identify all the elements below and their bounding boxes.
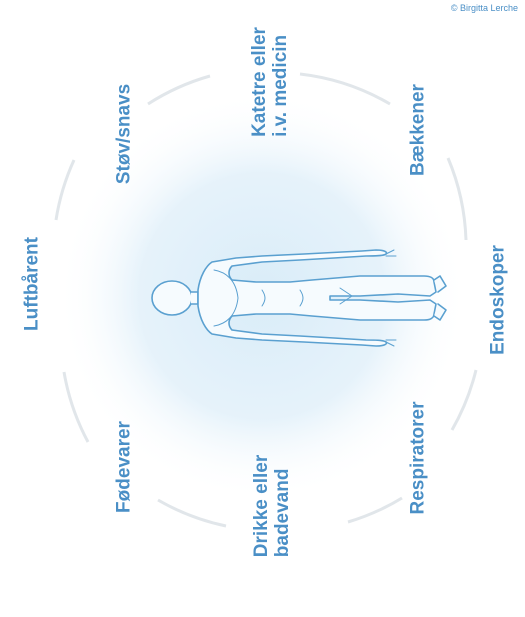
label-katetre: Katetre eller i.v. medicin bbox=[249, 27, 291, 137]
label-stovsnavs-text: Støv/snavs bbox=[114, 84, 135, 184]
label-fodevarer: Fødevarer bbox=[114, 421, 135, 513]
label-stovsnavs: Støv/snavs bbox=[114, 84, 135, 184]
label-drikke-line2: badevand bbox=[272, 455, 293, 557]
label-luftbaarent-text: Luftbårent bbox=[22, 237, 43, 331]
label-endoskoper-text: Endoskoper bbox=[488, 245, 509, 355]
label-baekkener: Bækkener bbox=[408, 84, 429, 176]
label-katetre-line2: i.v. medicin bbox=[270, 27, 291, 137]
label-luftbaarent: Luftbårent bbox=[22, 237, 43, 331]
label-endoskoper: Endoskoper bbox=[488, 245, 509, 355]
label-respiratorer-text: Respiratorer bbox=[408, 402, 429, 515]
label-baekkener-text: Bækkener bbox=[408, 84, 429, 176]
label-katetre-line1: Katetre eller bbox=[249, 27, 270, 137]
label-respiratorer: Respiratorer bbox=[408, 402, 429, 515]
copyright-text: © Birgitta Lerche bbox=[451, 3, 518, 13]
label-drikke-line1: Drikke eller bbox=[251, 455, 272, 557]
label-drikke: Drikke eller badevand bbox=[251, 455, 293, 557]
label-fodevarer-text: Fødevarer bbox=[114, 421, 135, 513]
